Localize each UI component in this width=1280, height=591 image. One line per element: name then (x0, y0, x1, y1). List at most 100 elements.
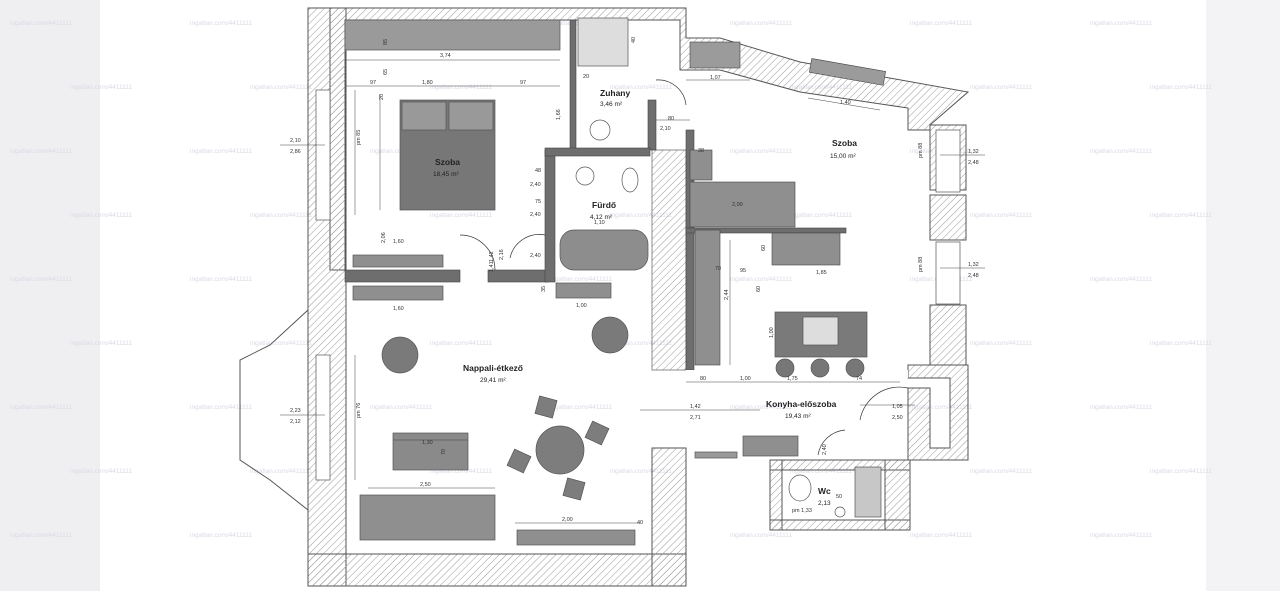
dimension-label: 60 (761, 245, 767, 251)
dimension-lines (280, 59, 985, 524)
watermark-text: ingatlan.com/4411111 (550, 404, 612, 411)
dimension-label: 1,85 (816, 270, 827, 276)
dimension-label: 60 (756, 286, 762, 292)
dimension-label: 1,80 (422, 80, 433, 86)
watermark-text: ingatlan.com/4411111 (610, 340, 672, 347)
dimension-label: 40 (637, 520, 643, 526)
dimension-label: 70 (715, 266, 721, 272)
dimension-label: 2,40 (822, 444, 828, 455)
watermark-text: ingatlan.com/4411111 (430, 212, 492, 219)
dimension-label: 20 (379, 94, 385, 100)
dimension-label: pm 85 (356, 130, 362, 145)
watermark-text: ingatlan.com/4411111 (190, 532, 252, 539)
dimension-label: 1,40 (840, 100, 851, 106)
dimension-label: pm 76 (356, 403, 362, 418)
dimension-label: 1,00 (576, 303, 587, 309)
watermark-text: ingatlan.com/4411111 (70, 468, 132, 475)
dimension-label: 1,42 (489, 251, 495, 262)
dimension-label: 2,50 (420, 482, 431, 488)
watermark-text: ingatlan.com/4411111 (730, 532, 792, 539)
bay-window (239, 309, 309, 511)
watermark-text: ingatlan.com/4411111 (730, 148, 792, 155)
dimension-label: 1,05 (892, 404, 903, 410)
interior-walls (344, 19, 908, 378)
dimension-label: 2,12 (290, 419, 301, 425)
dimension-label: 1,60 (393, 306, 404, 312)
side-panel (1206, 0, 1280, 591)
watermark-text: ingatlan.com/4411111 (10, 148, 72, 155)
dimension-label: 1,10 (594, 220, 605, 226)
dimension-label: 1,30 (422, 440, 433, 446)
dimension-label: 48 (535, 168, 541, 174)
dimension-label: 2,00 (732, 202, 743, 208)
watermark-text: ingatlan.com/4411111 (730, 276, 792, 283)
dimension-label: 1,00 (769, 327, 775, 338)
watermark-text: ingatlan.com/4411111 (10, 404, 72, 411)
room-name: Zuhany (600, 88, 630, 98)
dimension-label: 1,66 (556, 109, 562, 120)
dimension-label: 80 (668, 116, 674, 122)
dimension-label: 1,07 (710, 75, 721, 81)
watermark-text: ingatlan.com/4411111 (430, 468, 492, 475)
watermark-text: ingatlan.com/4411111 (190, 20, 252, 27)
door-swings (459, 79, 909, 456)
room-labels: Szoba 18,45 m² Zuhany 3,46 m² Szoba 15,0… (433, 88, 857, 507)
dimension-label: 2,40 (530, 182, 541, 188)
dimension-label: 50 (836, 494, 842, 500)
watermark-text: ingatlan.com/4411111 (730, 20, 792, 27)
dimension-label: 2,00 (562, 517, 573, 523)
dimension-label: pm 88 (918, 257, 924, 272)
room-area: 19,43 m² (785, 413, 811, 420)
watermark-text: ingatlan.com/4411111 (610, 84, 672, 91)
room-name: Nappali-étkező (463, 363, 523, 373)
dimension-label: 2,40 (530, 253, 541, 259)
dimension-label: 97 (370, 80, 376, 86)
dimension-label: 1,32 (968, 149, 979, 155)
dimension-label: 2,16 (499, 249, 505, 260)
room-area: 15,00 m² (830, 153, 856, 160)
dimension-label: 2,44 (724, 289, 730, 300)
watermark-text: ingatlan.com/4411111 (610, 468, 672, 475)
dimension-label: 2,48 (968, 273, 979, 279)
room-name: Wc (818, 486, 831, 496)
dimension-label: 2,71 (690, 415, 701, 421)
room-name: Fürdő (592, 200, 616, 210)
watermark-text: ingatlan.com/4411111 (1090, 20, 1152, 27)
watermark-text: ingatlan.com/4411111 (10, 276, 72, 283)
watermark-text: ingatlan.com/4411111 (1150, 468, 1212, 475)
watermark-text: ingatlan.com/4411111 (250, 212, 312, 219)
watermark-text: ingatlan.com/4411111 (730, 404, 792, 411)
dimension-label: 1,42 (690, 404, 701, 410)
room-area: 4,12 m² (590, 214, 613, 221)
room-area: 3,46 m² (600, 101, 623, 108)
watermark-text: ingatlan.com/4411111 (1150, 340, 1212, 347)
watermark-text: ingatlan.com/4411111 (370, 404, 432, 411)
watermark-text: ingatlan.com/4411111 (1090, 148, 1152, 155)
watermark-text: ingatlan.com/4411111 (430, 340, 492, 347)
dimension-label: 2,48 (968, 160, 979, 166)
dimension-label: 75 (535, 199, 541, 205)
watermark-text: ingatlan.com/4411111 (1090, 532, 1152, 539)
watermark-text: ingatlan.com/4411111 (1150, 212, 1212, 219)
watermark-text: ingatlan.com/4411111 (250, 84, 312, 91)
dimension-label: 65 (383, 69, 389, 75)
dimension-label: 1,32 (968, 262, 979, 268)
dimension-label: 80 (700, 376, 706, 382)
dimension-label: 85 (383, 39, 389, 45)
dimension-label: 95 (740, 268, 746, 274)
watermark-text: ingatlan.com/4411111 (550, 276, 612, 283)
watermark-text: ingatlan.com/4411111 (70, 212, 132, 219)
windows (315, 89, 961, 481)
dimension-label: 70 (441, 449, 447, 455)
dimension-label: 35 (541, 286, 547, 292)
watermark-text: ingatlan.com/4411111 (970, 340, 1032, 347)
dimension-label: 2,50 (892, 415, 903, 421)
room-name: Szoba (832, 138, 857, 148)
dimension-label: 74 (856, 376, 862, 382)
dimension-label: 20 (583, 74, 589, 80)
watermark-text: ingatlan.com/4411111 (190, 148, 252, 155)
room-area: 2,13 (818, 500, 831, 507)
watermark-text: ingatlan.com/4411111 (1090, 404, 1152, 411)
dimension-label: 1,60 (393, 239, 404, 245)
